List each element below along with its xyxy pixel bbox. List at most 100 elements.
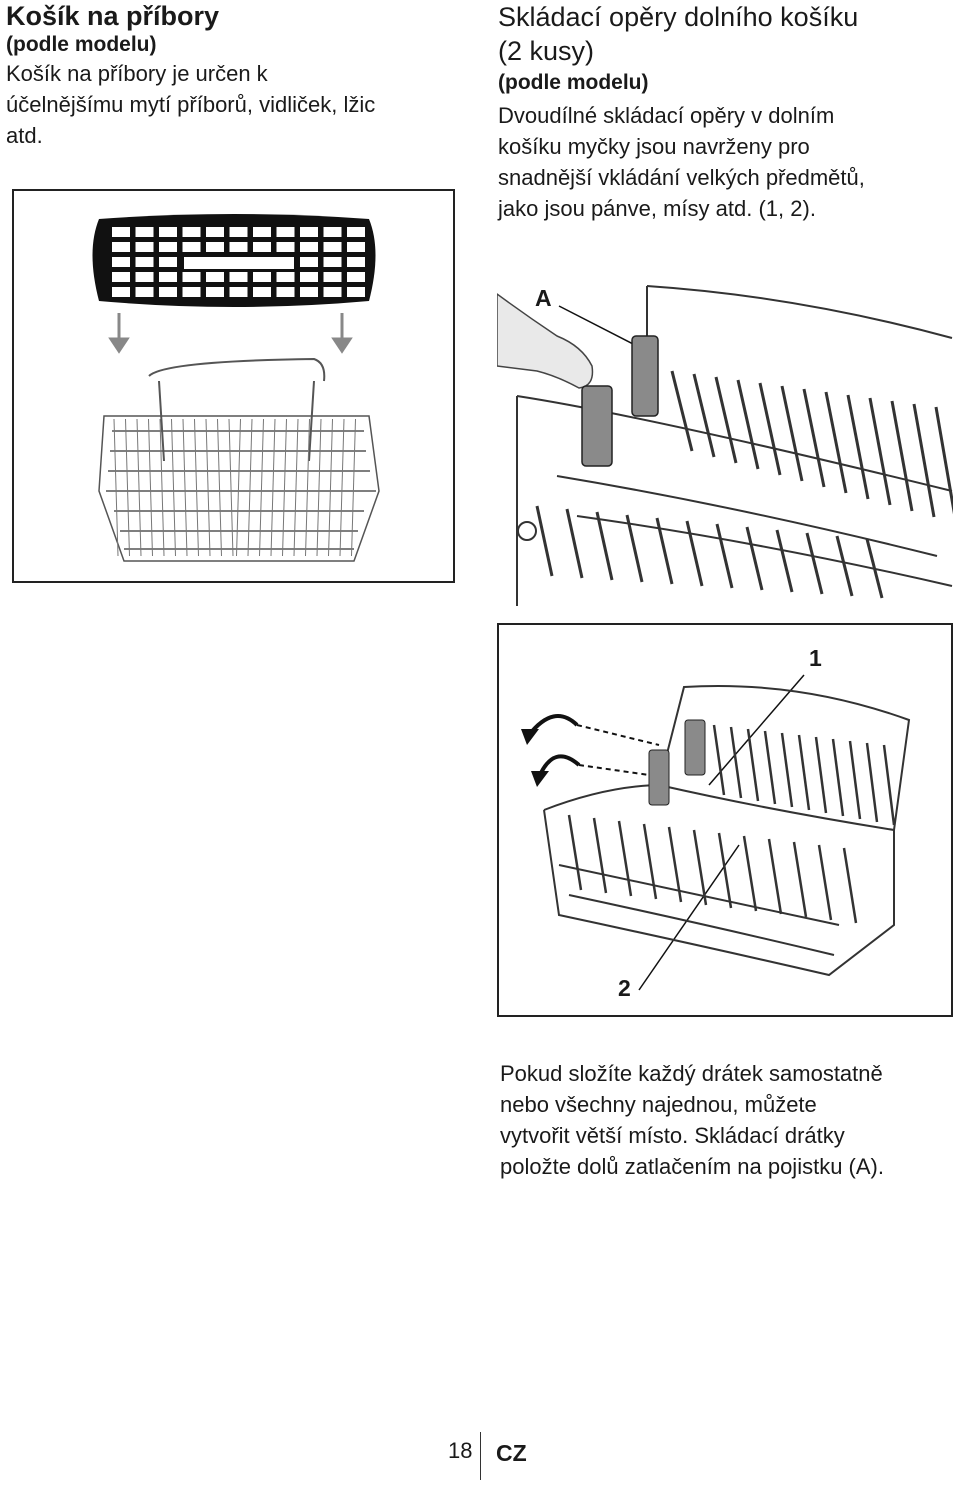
lid-cell [253,227,271,237]
rack-tine [595,511,614,581]
leader-1 [708,674,805,786]
basket-body [98,357,380,562]
fold-arrows [527,714,581,778]
page-footer: 18 CZ [442,1432,562,1482]
lid-cell [276,227,295,237]
rack-tine [565,508,584,579]
instructions-line-2: nebo všechny najednou, můžete [500,1092,817,1117]
basket-bar [205,418,211,557]
rack-tine [912,403,936,518]
lid-cell [206,272,224,282]
basket-bar [159,418,165,557]
lid-cell [253,242,271,252]
page-number: 18 [448,1438,473,1463]
lid-cell [300,272,318,282]
rack-tine [817,844,833,921]
lid-cell [182,272,201,282]
rack-tine [685,520,704,587]
basket-bar [293,418,299,557]
lid-cell [206,227,224,237]
hand-shape [497,293,594,389]
rack-tine [797,734,811,811]
basket-bar [148,418,153,557]
rack-tine [670,370,694,452]
rack-tine [814,736,828,814]
basket-bar [328,418,333,557]
basket-bar [113,418,119,557]
lid-cell [112,242,130,252]
rack-tine [736,379,760,470]
lid-cell [323,227,342,237]
basket-bar [339,418,345,557]
lid-cell [112,287,130,297]
rack-wheel [517,521,537,541]
lid-cell [323,242,342,252]
rack-tine [792,841,808,918]
lid-cell [159,287,177,297]
rack-tine [692,829,708,906]
lid-cell [135,272,154,282]
basket-bar [282,418,287,557]
instructions-line-1: Pokud složíte každý drátek samostatně [500,1061,883,1086]
folding-supports-section: Skládací opěry dolního košíku (2 kusy) (… [498,0,958,224]
lid-cell [159,272,177,282]
lid-cell [159,242,177,252]
rack-tine [831,738,845,817]
lid-cell [347,242,365,252]
lid-cell [135,227,154,237]
cutlery-basket-figure [12,189,455,583]
basket-bar [217,418,222,557]
basket-bar [259,418,264,557]
lid-cell [159,257,177,267]
lid-cell [159,227,177,237]
label-a: A [535,285,552,311]
rack-tine [846,394,870,500]
basket-bar [351,418,356,557]
rack-tine [805,532,824,595]
lock-clip-left [581,385,613,467]
supports-body-line-2: košíku myčky jsou navrženy pro [498,134,810,159]
rack-tine [717,832,733,909]
basket-bar [136,418,142,557]
lid-cell [135,287,154,297]
basket-lid-grid [112,227,365,297]
rack-folding-illustration [521,674,911,991]
lid-cell [323,287,342,297]
rack-tine [746,728,760,802]
cutlery-section: Košík na příbory (podle modelu) Košík na… [6,0,476,151]
label-a-leader [558,305,638,347]
rack-tines [535,370,953,599]
language-code: CZ [496,1440,527,1466]
rack-lock-figure: A [497,276,953,610]
support-clip-1 [648,749,670,806]
lid-cell [323,257,342,267]
lid-cell [112,272,130,282]
lid-cell [276,242,295,252]
cutlery-body-line-3: atd. [6,123,43,148]
cutlery-body-line-1: Košík na příbory je určen k [6,61,268,86]
lid-cell [347,272,365,282]
lid-cell [300,242,318,252]
lid-cell [276,287,295,297]
lid-cell [253,287,271,297]
basket-bar [125,418,130,557]
basket-bar [247,418,253,557]
footer-divider [480,1432,481,1480]
support-clip-2 [684,719,706,776]
instructions-line-4: položte dolů zatlačením na pojistku (A). [500,1154,884,1179]
label-2: 2 [618,975,631,1001]
lid-cell [182,242,201,252]
basket-bar [305,418,310,557]
lock-clip-right [631,335,659,417]
lid-cell [347,287,365,297]
rack-tine [742,835,758,912]
rack-tine [714,376,738,464]
rack-tine [692,373,716,458]
supports-body-line-4: jako jsou pánve, mísy atd. (1, 2). [498,196,816,221]
supports-body-line-3: snadnější vkládání velkých předmětů, [498,165,865,190]
instructions-line-3: vytvořit větší místo. Skládací drátky [500,1123,845,1148]
lid-cell [276,272,295,282]
lid-cell [347,257,365,267]
rack-tine [715,523,734,589]
basket-bar [228,418,234,557]
